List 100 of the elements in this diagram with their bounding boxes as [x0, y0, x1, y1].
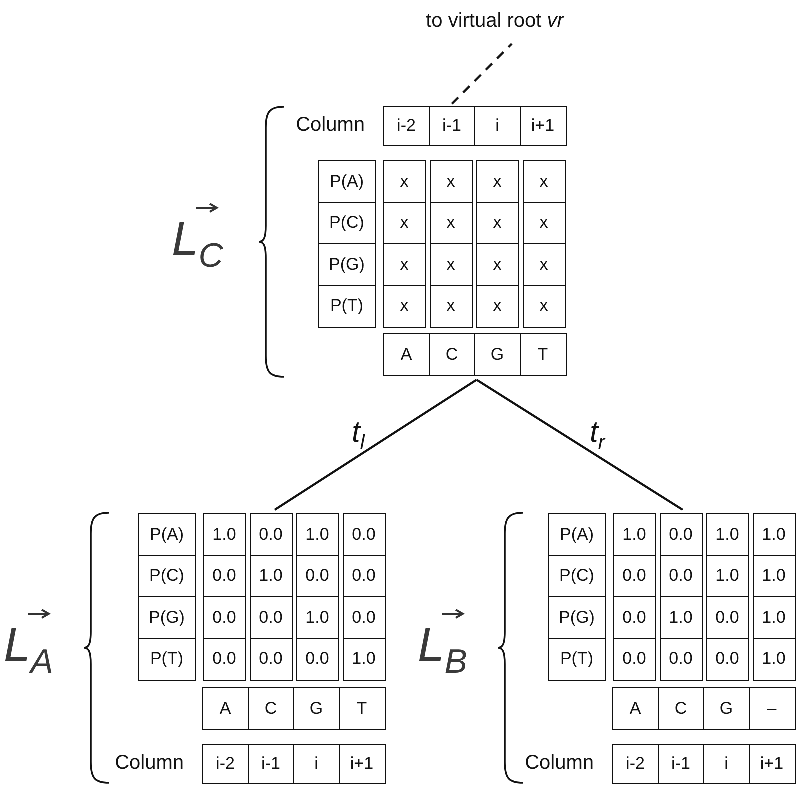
- column-index: i-1: [248, 744, 294, 784]
- row-caption: Column: [525, 752, 594, 775]
- probability-value: x: [383, 284, 426, 328]
- probability-value: 0.0: [250, 638, 292, 680]
- probability-value: x: [476, 160, 519, 203]
- probability-value: 0.0: [203, 554, 246, 598]
- probability-value: 0.0: [660, 513, 702, 556]
- row-caption: Column: [115, 752, 184, 775]
- base-letter: T: [520, 333, 566, 376]
- probability-value: 1.0: [752, 638, 796, 680]
- row-label: P(G): [548, 596, 606, 639]
- probability-value: x: [522, 202, 566, 244]
- column-index: i: [293, 744, 340, 784]
- column-index: i-1: [658, 744, 704, 784]
- base-letter: C: [248, 687, 294, 730]
- column-index: i: [703, 744, 750, 784]
- row-label: P(C): [318, 202, 376, 244]
- column-index: i-2: [612, 744, 659, 784]
- probability-value: 0.0: [613, 638, 656, 680]
- column-index: i-2: [383, 106, 430, 146]
- vector-symbol: L$_{A}$: [4, 622, 54, 679]
- row-caption: Column: [296, 114, 365, 137]
- edge-label: t$_{r}$: [590, 418, 606, 453]
- dashed-line: [451, 43, 513, 105]
- probability-value: 0.0: [342, 513, 386, 556]
- probability-value: 1.0: [706, 554, 749, 598]
- probability-table: [318, 160, 566, 328]
- base-letter: A: [612, 687, 659, 730]
- base-letter: G: [474, 333, 521, 376]
- probability-value: x: [430, 243, 472, 286]
- row-label: P(A): [318, 160, 376, 203]
- base-letter: G: [703, 687, 750, 730]
- probability-value: x: [522, 284, 566, 328]
- vector-symbol: L$_{C}$: [172, 216, 224, 273]
- probability-value: 0.0: [613, 596, 656, 639]
- probability-value: 0.0: [706, 596, 749, 639]
- column-index: i: [474, 106, 521, 146]
- row-label: P(G): [138, 596, 196, 639]
- probability-value: 1.0: [706, 513, 749, 556]
- base-letter: T: [338, 687, 386, 730]
- row-label: P(C): [138, 554, 196, 598]
- probability-table: [548, 513, 796, 680]
- sequence-row: [383, 333, 565, 376]
- row-label: P(C): [548, 554, 606, 598]
- tree-branch: [274, 379, 478, 511]
- tree-branch: [476, 379, 684, 511]
- base-letter: A: [202, 687, 249, 730]
- probability-value: 0.0: [250, 596, 292, 639]
- annotation-text: to virtual root vr: [390, 6, 600, 44]
- probability-value: 1.0: [296, 596, 339, 639]
- probability-value: x: [476, 202, 519, 244]
- column-index: i-2: [202, 744, 249, 784]
- probability-value: 0.0: [296, 554, 339, 598]
- probability-value: 1.0: [613, 513, 656, 556]
- probability-value: x: [383, 160, 426, 203]
- probability-table: [138, 513, 386, 680]
- probability-value: 0.0: [660, 554, 702, 598]
- probability-value: 0.0: [250, 513, 292, 556]
- probability-value: 1.0: [752, 596, 796, 639]
- probability-value: 0.0: [706, 638, 749, 680]
- probability-value: x: [430, 160, 472, 203]
- base-letter: C: [658, 687, 704, 730]
- row-label: P(A): [548, 513, 606, 556]
- probability-value: 1.0: [342, 638, 386, 680]
- probability-value: x: [383, 202, 426, 244]
- row-label: P(G): [318, 243, 376, 286]
- probability-value: x: [522, 243, 566, 286]
- base-letter: C: [428, 333, 476, 376]
- edge-label: t$_{l}$: [352, 418, 365, 453]
- sequence-row: [202, 687, 384, 730]
- probability-value: 0.0: [203, 596, 246, 639]
- row-label: P(T): [138, 638, 196, 680]
- base-letter: A: [383, 333, 430, 376]
- probability-value: 1.0: [250, 554, 292, 598]
- probability-value: x: [430, 202, 472, 244]
- probability-value: x: [383, 243, 426, 286]
- probability-value: 0.0: [660, 638, 702, 680]
- row-label: P(T): [318, 284, 376, 328]
- vector-symbol: L$_{B}$: [418, 622, 468, 679]
- probability-value: x: [430, 284, 472, 328]
- probability-value: 0.0: [203, 638, 246, 680]
- column-index: i+1: [338, 744, 386, 784]
- probability-value: x: [522, 160, 566, 203]
- column-index: i+1: [748, 744, 796, 784]
- probability-value: x: [476, 243, 519, 286]
- probability-value: 0.0: [296, 638, 339, 680]
- probability-value: 0.0: [342, 596, 386, 639]
- row-label: P(A): [138, 513, 196, 556]
- probability-value: 0.0: [342, 554, 386, 598]
- probability-value: 1.0: [296, 513, 339, 556]
- column-index: i-1: [428, 106, 476, 146]
- base-letter: –: [748, 687, 796, 730]
- probability-value: 1.0: [660, 596, 702, 639]
- probability-value: 1.0: [752, 554, 796, 598]
- sequence-row: [612, 687, 794, 730]
- probability-value: 1.0: [203, 513, 246, 556]
- probability-value: 1.0: [752, 513, 796, 556]
- probability-value: 0.0: [613, 554, 656, 598]
- base-letter: G: [293, 687, 340, 730]
- row-label: P(T): [548, 638, 606, 680]
